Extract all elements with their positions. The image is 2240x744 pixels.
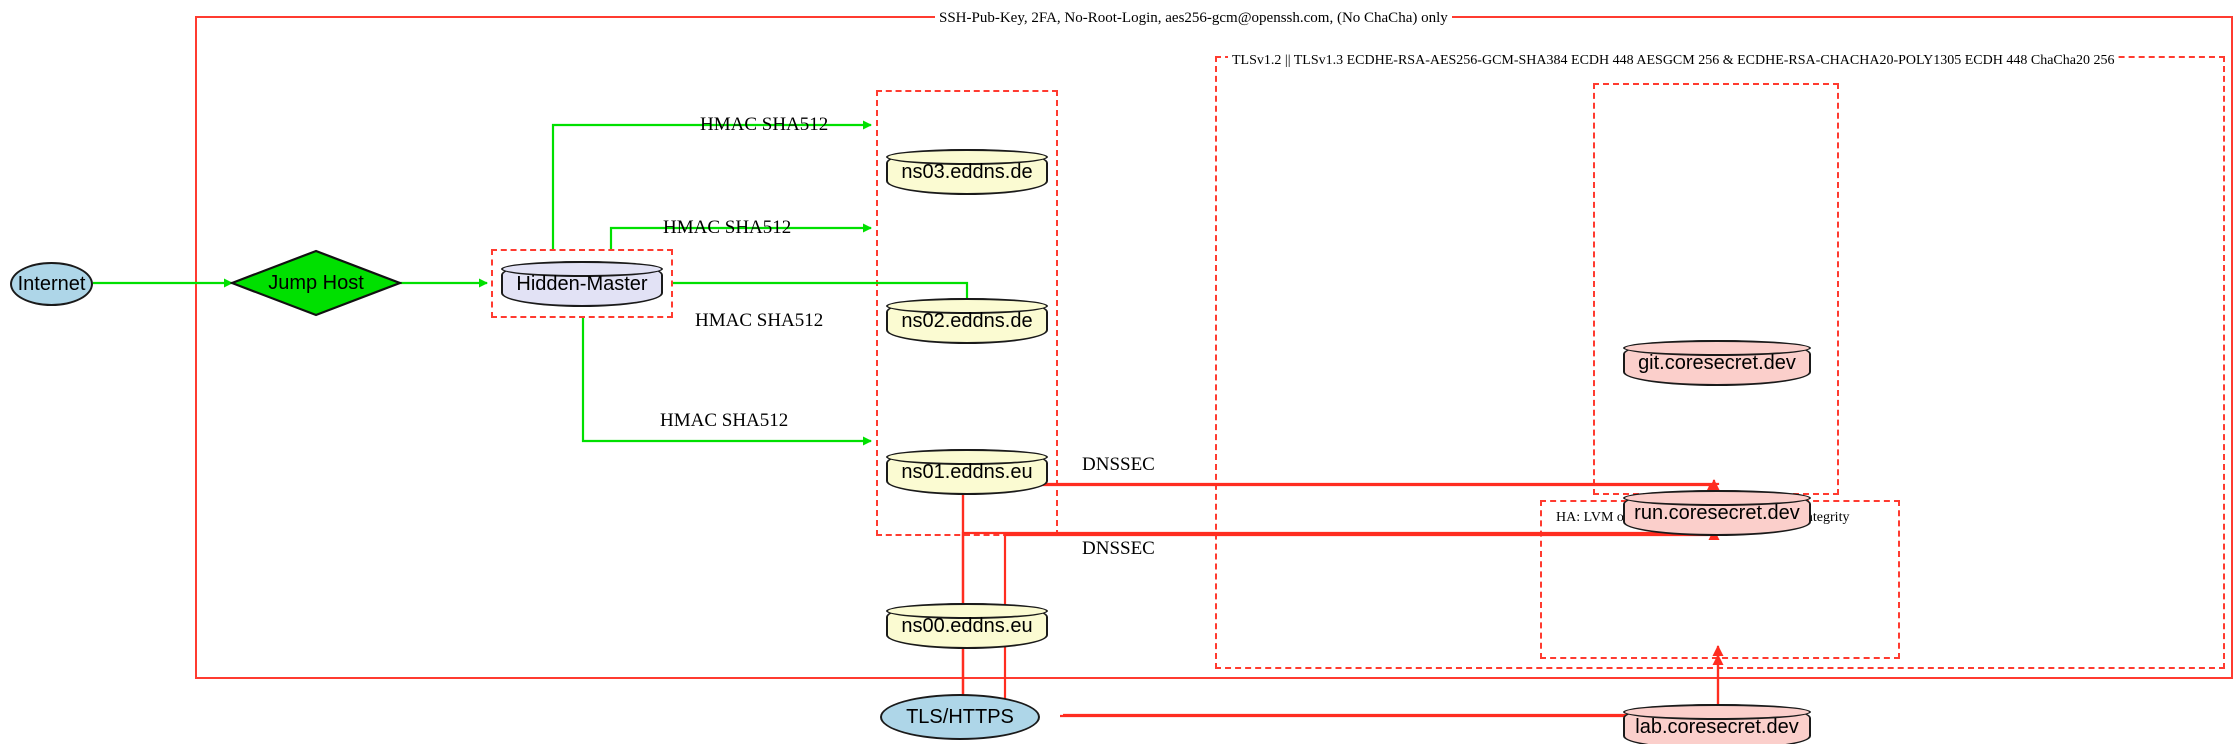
node-tls-https[interactable]: TLS/HTTPS [880, 694, 1040, 740]
edge-label-dnssec-upper: DNSSEC [1082, 454, 1155, 475]
cylinder-top [886, 603, 1048, 619]
node-git-coresecret-label: git.coresecret.dev [1638, 351, 1796, 374]
cylinder-top [886, 149, 1048, 165]
node-run-coresecret-label: run.coresecret.dev [1634, 501, 1800, 524]
edge-label-hmac-ns00: HMAC SHA512 [660, 410, 789, 431]
node-lab-coresecret[interactable]: lab.coresecret.dev [1623, 704, 1811, 744]
node-tls-https-label: TLS/HTTPS [906, 705, 1014, 728]
node-ns03-label: ns03.eddns.de [901, 160, 1033, 183]
node-internet[interactable]: Internet [10, 262, 93, 306]
edge-label-hmac-ns03: HMAC SHA512 [700, 114, 829, 135]
node-hidden-master-label: Hidden-Master [516, 272, 648, 295]
cluster-hidden-master [491, 249, 673, 318]
node-lab-coresecret-label: lab.coresecret.dev [1635, 715, 1799, 738]
cylinder-top [501, 261, 663, 277]
cylinder-top [886, 449, 1048, 465]
node-ns02[interactable]: ns02.eddns.de [886, 298, 1048, 344]
node-git-coresecret[interactable]: git.coresecret.dev [1623, 340, 1811, 386]
node-ns00-label: ns00.eddns.eu [901, 614, 1033, 637]
cylinder-top [886, 298, 1048, 314]
node-ns01[interactable]: ns01.eddns.eu [886, 449, 1048, 495]
cluster-ssh-outer-label: SSH-Pub-Key, 2FA, No-Root-Login, aes256-… [935, 11, 1452, 26]
node-jump-host[interactable]: Jump Host [230, 249, 402, 317]
edge-label-hmac-ns01: HMAC SHA512 [695, 310, 824, 331]
cluster-tls-label: TLSv1.2 || TLSv1.3 ECDHE-RSA-AES256-GCM-… [1228, 54, 2119, 68]
node-ns03[interactable]: ns03.eddns.de [886, 149, 1048, 195]
edge-label-hmac-ns02: HMAC SHA512 [663, 217, 792, 238]
node-hidden-master[interactable]: Hidden-Master [501, 261, 663, 307]
node-ns01-label: ns01.eddns.eu [901, 460, 1033, 483]
node-internet-label: Internet [17, 272, 86, 295]
cluster-coresecret [1593, 83, 1839, 495]
cylinder-top [1623, 340, 1811, 356]
node-run-coresecret[interactable]: run.coresecret.dev [1623, 490, 1811, 536]
edge-label-dnssec-lower: DNSSEC [1082, 538, 1155, 559]
cylinder-top [1623, 704, 1811, 720]
cylinder-top [1623, 490, 1811, 506]
node-ns00[interactable]: ns00.eddns.eu [886, 603, 1048, 649]
node-ns02-label: ns02.eddns.de [901, 309, 1033, 332]
